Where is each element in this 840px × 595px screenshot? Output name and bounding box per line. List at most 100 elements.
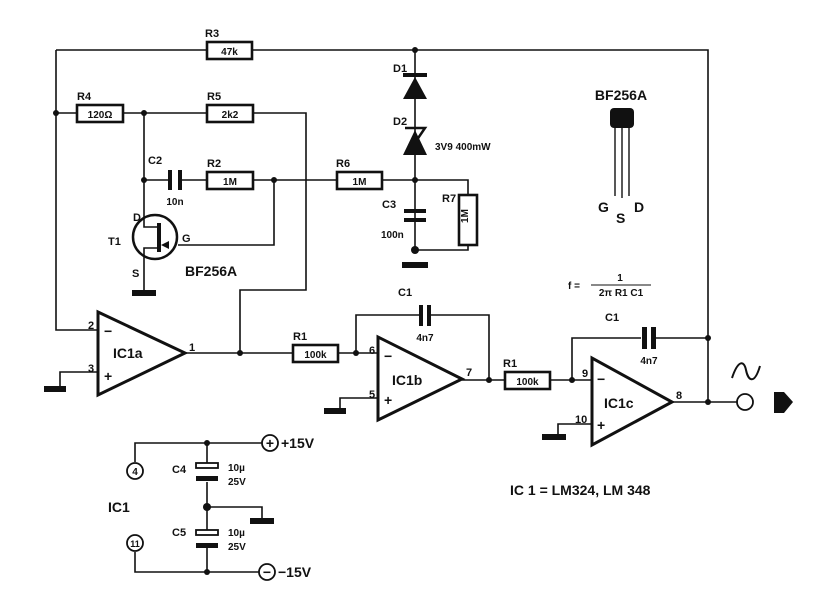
svg-text:−: − bbox=[104, 323, 112, 339]
opamp-ic1c: IC1c 9 10 8 − + bbox=[575, 355, 682, 448]
svg-text:1M: 1M bbox=[353, 177, 367, 188]
svg-text:C1: C1 bbox=[605, 312, 619, 324]
opamp-ic1b: IC1b 6 5 7 − + bbox=[369, 334, 472, 423]
diode-d1: D1 bbox=[393, 63, 427, 99]
svg-text:5: 5 bbox=[369, 389, 375, 401]
svg-text:IC1b: IC1b bbox=[392, 372, 422, 388]
resistor-r1-second: R1 100k bbox=[503, 358, 552, 391]
svg-text:D: D bbox=[634, 199, 644, 215]
svg-text:D2: D2 bbox=[393, 116, 407, 128]
resistor-r6: R6 1M bbox=[335, 158, 384, 191]
frequency-formula: f = 1 2π R1 C1 bbox=[568, 273, 651, 299]
capacitor-c4: C4 10µ 25V bbox=[172, 462, 246, 488]
svg-text:C4: C4 bbox=[172, 464, 187, 476]
ic-note: IC 1 = LM324, LM 348 bbox=[510, 482, 651, 498]
capacitor-c2: C2 10n bbox=[148, 155, 184, 208]
svg-text:10µ: 10µ bbox=[228, 463, 245, 474]
svg-text:R1: R1 bbox=[293, 331, 307, 343]
svg-text:100k: 100k bbox=[304, 350, 327, 361]
svg-text:10n: 10n bbox=[166, 197, 183, 208]
svg-text:25V: 25V bbox=[228, 477, 246, 488]
svg-text:−: − bbox=[597, 371, 605, 387]
svg-text:−: − bbox=[384, 348, 392, 364]
svg-text:2π R1 C1: 2π R1 C1 bbox=[599, 288, 644, 299]
svg-text:11: 11 bbox=[130, 539, 140, 549]
svg-text:10µ: 10µ bbox=[228, 528, 245, 539]
svg-text:G: G bbox=[598, 199, 609, 215]
svg-text:R4: R4 bbox=[77, 91, 92, 103]
svg-text:100k: 100k bbox=[516, 377, 539, 388]
svg-text:−: − bbox=[263, 564, 271, 580]
svg-text:IC1a: IC1a bbox=[113, 345, 143, 361]
svg-text:+: + bbox=[384, 392, 392, 408]
svg-text:3: 3 bbox=[88, 363, 94, 375]
svg-text:8: 8 bbox=[676, 390, 682, 402]
svg-text:R1: R1 bbox=[503, 358, 517, 370]
resistor-r3: R3 47k bbox=[205, 28, 254, 61]
capacitor-c3: C3 100n bbox=[381, 199, 426, 241]
svg-text:10: 10 bbox=[575, 414, 587, 426]
svg-text:+: + bbox=[597, 417, 605, 433]
svg-text:7: 7 bbox=[466, 367, 472, 379]
svg-text:1: 1 bbox=[189, 342, 195, 354]
resistor-r7: R7 1M bbox=[442, 193, 479, 247]
zener-diode-d2: D2 3V9 400mW bbox=[393, 116, 491, 155]
svg-text:C3: C3 bbox=[382, 199, 396, 211]
svg-text:4n7: 4n7 bbox=[640, 356, 658, 367]
jfet-t1: T1 D S G BF256A bbox=[108, 212, 237, 280]
svg-text:+: + bbox=[104, 368, 112, 384]
svg-text:R7: R7 bbox=[442, 193, 456, 205]
output-arrow-icon bbox=[774, 392, 793, 413]
svg-text:C2: C2 bbox=[148, 155, 162, 167]
svg-text:−15V: −15V bbox=[278, 564, 312, 580]
svg-text:R6: R6 bbox=[336, 158, 350, 170]
svg-text:S: S bbox=[132, 268, 139, 280]
resistor-r1-first: R1 100k bbox=[291, 331, 340, 364]
svg-text:D: D bbox=[133, 212, 141, 224]
svg-text:6: 6 bbox=[369, 345, 375, 357]
svg-text:4n7: 4n7 bbox=[416, 333, 434, 344]
capacitor-c5: C5 10µ 25V bbox=[172, 527, 246, 553]
svg-text:47k: 47k bbox=[221, 47, 238, 58]
svg-text:IC1c: IC1c bbox=[604, 395, 634, 411]
svg-text:C5: C5 bbox=[172, 527, 186, 539]
capacitor-c1-second: C1 4n7 bbox=[605, 312, 658, 367]
svg-text:+15V: +15V bbox=[281, 435, 315, 451]
svg-text:1: 1 bbox=[617, 273, 623, 284]
svg-text:2: 2 bbox=[88, 320, 94, 332]
svg-text:R3: R3 bbox=[205, 28, 219, 40]
svg-text:4: 4 bbox=[132, 467, 138, 478]
svg-text:D1: D1 bbox=[393, 63, 407, 75]
svg-text:100n: 100n bbox=[381, 230, 404, 241]
svg-text:2k2: 2k2 bbox=[222, 110, 239, 121]
junction-dots bbox=[53, 47, 711, 575]
resistor-r4: R4 120Ω bbox=[75, 91, 125, 124]
svg-text:120Ω: 120Ω bbox=[88, 110, 113, 121]
svg-text:1M: 1M bbox=[460, 209, 471, 223]
svg-text:BF256A: BF256A bbox=[595, 87, 647, 103]
svg-text:R5: R5 bbox=[207, 91, 221, 103]
svg-text:1M: 1M bbox=[223, 177, 237, 188]
sine-wave-icon bbox=[731, 362, 761, 381]
svg-text:25V: 25V bbox=[228, 542, 246, 553]
resistor-r5: R5 2k2 bbox=[205, 91, 255, 124]
svg-text:9: 9 bbox=[582, 368, 588, 380]
svg-text:T1: T1 bbox=[108, 236, 121, 248]
bf256a-pinout: BF256A G S D bbox=[595, 87, 647, 226]
svg-text:C1: C1 bbox=[398, 287, 412, 299]
svg-text:+: + bbox=[266, 435, 274, 451]
svg-text:S: S bbox=[616, 210, 625, 226]
capacitor-c1-first: C1 4n7 bbox=[398, 287, 434, 344]
ground-symbols bbox=[44, 262, 566, 524]
svg-text:G: G bbox=[182, 233, 191, 245]
svg-text:IC1: IC1 bbox=[108, 499, 130, 515]
resistor-r2: R2 1M bbox=[205, 158, 255, 191]
svg-text:3V9 400mW: 3V9 400mW bbox=[435, 142, 491, 153]
power-supply: IC1 4 11 + +15V − −15V bbox=[108, 434, 315, 581]
svg-text:f =: f = bbox=[568, 281, 580, 292]
svg-text:BF256A: BF256A bbox=[185, 263, 237, 279]
output-terminal bbox=[731, 362, 793, 413]
opamp-ic1a: IC1a 2 3 1 − + bbox=[88, 309, 195, 398]
svg-text:R2: R2 bbox=[207, 158, 221, 170]
